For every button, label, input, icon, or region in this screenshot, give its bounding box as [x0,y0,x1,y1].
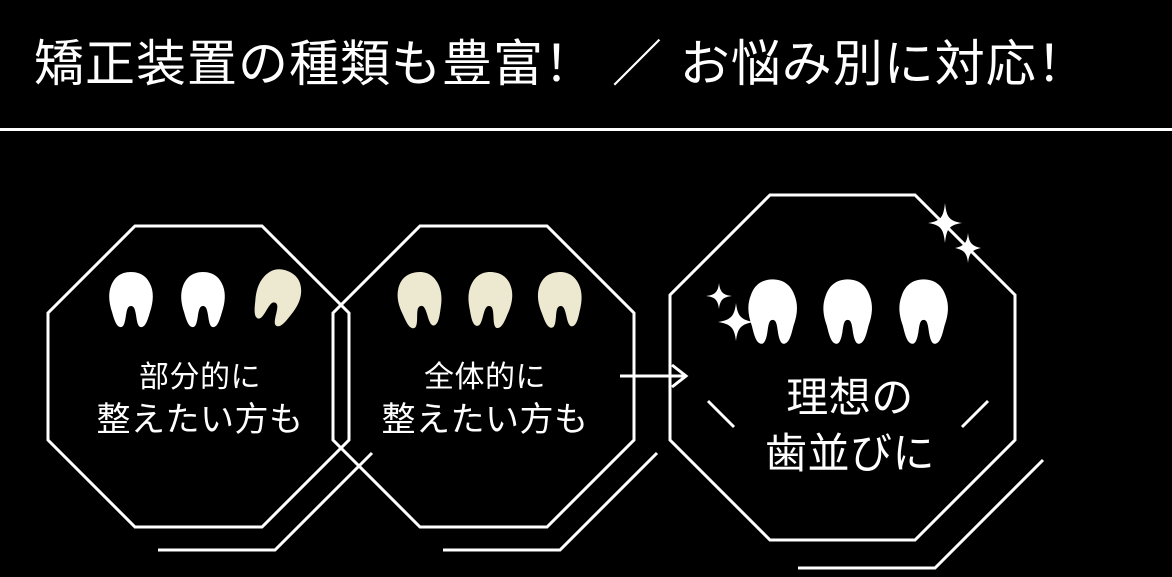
tooth-icon-white [899,279,948,344]
tooth-icon-white [748,279,797,344]
banner-header: 矯正装置の種類も豊富！ ／ お悩み別に対応！ [0,0,1172,128]
teeth-row-full [358,266,622,330]
card-partial-label-line1: 部分的に [139,360,261,395]
card-ideal-label-line1: 理想の [786,373,914,422]
page-title: 矯正装置の種類も豊富！ ／ お悩み別に対応！ [34,35,1088,93]
sparkle-icon [706,283,732,309]
sparkle-icon [928,203,962,243]
tooth-icon-white [109,272,153,328]
teeth-row-ideal [738,270,958,348]
card-full-label-line2: 整えたい方も [381,400,589,440]
arrow-right-icon [620,363,689,389]
tooth-icon-white [181,272,225,328]
card-ideal-label-line2: 歯並びに [764,429,935,478]
card-ideal[interactable]: 理想の 歯並びに [660,185,1060,577]
emphasis-dash-left [706,399,736,429]
tooth-icon-beige [468,272,513,329]
emphasis-dash-right [960,399,990,429]
card-partial[interactable]: 部分的に 整えたい方も [40,218,374,552]
sparkle-icon [718,303,754,341]
card-ideal-label: 理想の 歯並びに [660,370,1040,482]
card-full[interactable]: 全体的に 整えたい方も [325,218,659,552]
tooth-icon-beige [397,272,442,329]
card-full-outline [331,224,659,552]
card-full-label: 全体的に 整えたい方も [325,358,645,442]
teeth-row-partial [73,266,337,330]
card-partial-outline [46,224,374,552]
tooth-icon-beige-tilted [254,269,302,327]
tooth-icon-beige [537,272,582,328]
card-full-label-line1: 全体的に [424,360,546,395]
header-divider [0,128,1172,131]
card-partial-label-line2: 整えたい方も [96,400,304,440]
sparkle-icon [955,233,981,263]
card-partial-label: 部分的に 整えたい方も [40,358,360,442]
tooth-icon-white [823,279,873,344]
